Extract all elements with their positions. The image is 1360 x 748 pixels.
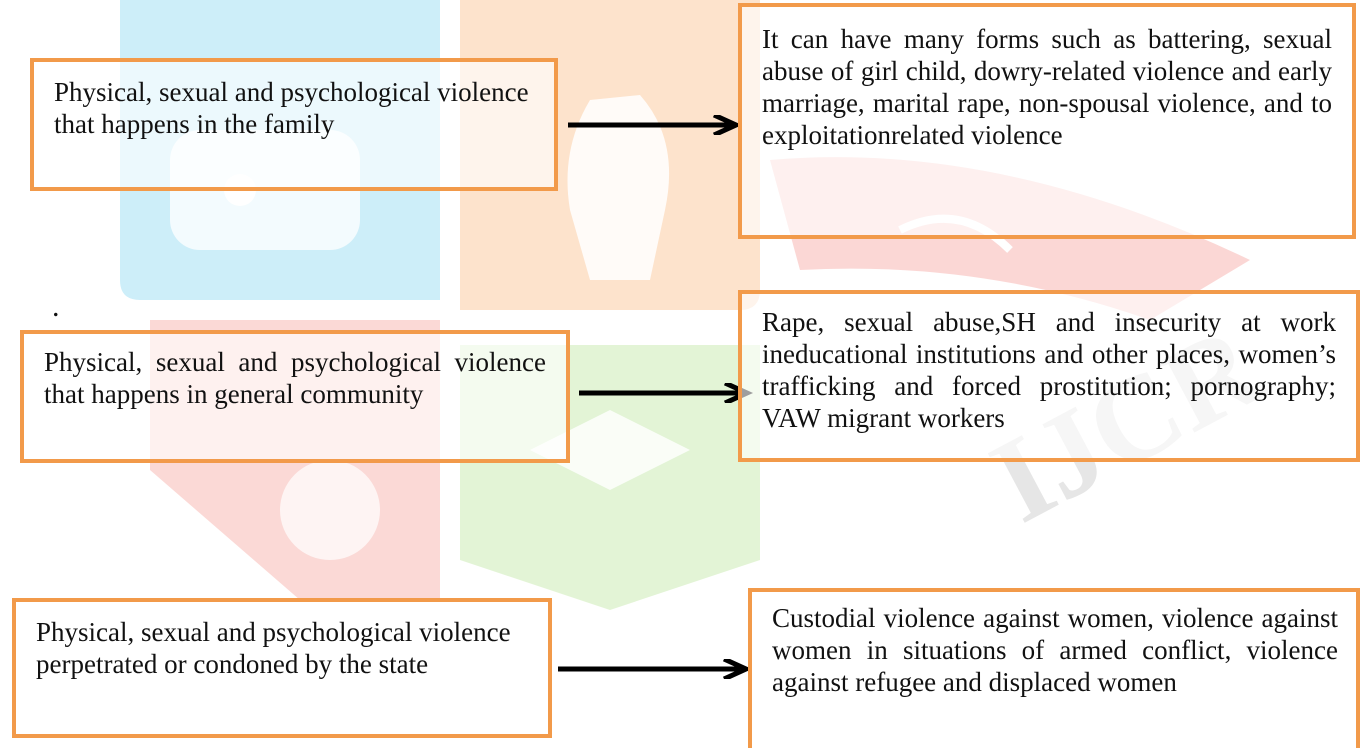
arrow-icon bbox=[558, 659, 753, 679]
description-box-state: Custodial violence against women, violen… bbox=[748, 588, 1360, 748]
category-box-family: Physical, sexual and psychological viole… bbox=[30, 58, 558, 191]
arrow-icon bbox=[568, 115, 743, 135]
category-text-family: Physical, sexual and psychological viole… bbox=[54, 77, 529, 139]
description-text-state: Custodial violence against women, violen… bbox=[772, 603, 1338, 697]
category-text-community: Physical, sexual and psychological viole… bbox=[44, 347, 546, 409]
category-box-state: Physical, sexual and psychological viole… bbox=[12, 598, 552, 738]
description-box-community: Rape, sexual abuse,SH and insecurity at … bbox=[738, 290, 1360, 462]
description-text-community: Rape, sexual abuse,SH and insecurity at … bbox=[762, 307, 1336, 433]
arrow-icon bbox=[579, 383, 754, 403]
description-text-family: It can have many forms such as battering… bbox=[762, 24, 1332, 150]
category-text-state: Physical, sexual and psychological viole… bbox=[36, 617, 511, 679]
description-box-family: It can have many forms such as battering… bbox=[738, 3, 1356, 239]
category-box-community: Physical, sexual and psychological viole… bbox=[20, 330, 570, 463]
stray-dot: . bbox=[52, 290, 60, 323]
